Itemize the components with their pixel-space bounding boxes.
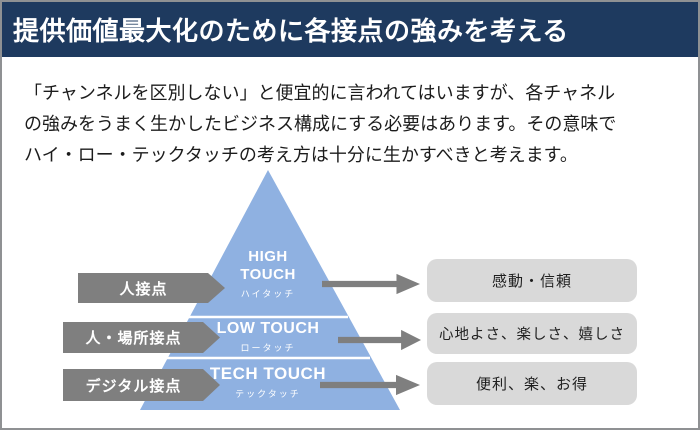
value-box-high: 感動・信頼 [427, 259, 637, 302]
value-box-low: 心地よさ、楽しさ、嬉しさ [427, 313, 637, 354]
title-bar: 提供価値最大化のために各接点の強みを考える [2, 2, 698, 57]
touchpoint-arrow-human-place: 人・場所接点 [63, 322, 220, 353]
level-name: TOUCH [240, 266, 296, 283]
touchpoint-label: デジタル接点 [85, 377, 182, 395]
paragraph-line: の強みをうまく生かしたビジネス構成にする必要はあります。その意味で [24, 114, 617, 134]
level-name: HIGH [248, 248, 288, 265]
paragraph-line: ハイ・ロー・テックタッチの考え方は十分に生かすべきと考えます。 [24, 145, 578, 165]
level-label-low-touch: LOW TOUCH ロータッチ [178, 319, 358, 354]
level-name-japanese: ハイタッチ [240, 289, 296, 299]
touchpoint-arrow-digital: デジタル接点 [63, 369, 220, 401]
body-paragraph: 「チャンネルを区別しない」と便宜的に言われてはいますが、各チャネル の強みをうま… [24, 78, 684, 171]
level-label-high-touch: HIGH TOUCH ハイタッチ [178, 248, 358, 300]
level-name: TECH TOUCH [209, 364, 327, 383]
level-label-tech-touch: TECH TOUCH テックタッチ [178, 364, 358, 400]
touchpoint-label: 人・場所接点 [85, 330, 182, 347]
level-name-japanese: ロータッチ [240, 343, 296, 353]
value-label: 感動・信頼 [491, 273, 572, 290]
touchpoint-label: 人接点 [119, 280, 168, 298]
value-label: 便利、楽、お得 [475, 376, 588, 393]
level-name-japanese: テックタッチ [235, 389, 301, 399]
page-title: 提供価値最大化のために各接点の強みを考える [13, 16, 569, 46]
value-label: 心地よさ、楽しさ、嬉しさ [439, 327, 625, 343]
level-name: LOW TOUCH [216, 320, 320, 337]
value-box-tech: 便利、楽、お得 [427, 362, 637, 405]
touchpoint-arrow-human: 人接点 [78, 273, 225, 303]
paragraph-line: 「チャンネルを区別しない」と便宜的に言われてはいますが、各チャネル [24, 83, 616, 103]
